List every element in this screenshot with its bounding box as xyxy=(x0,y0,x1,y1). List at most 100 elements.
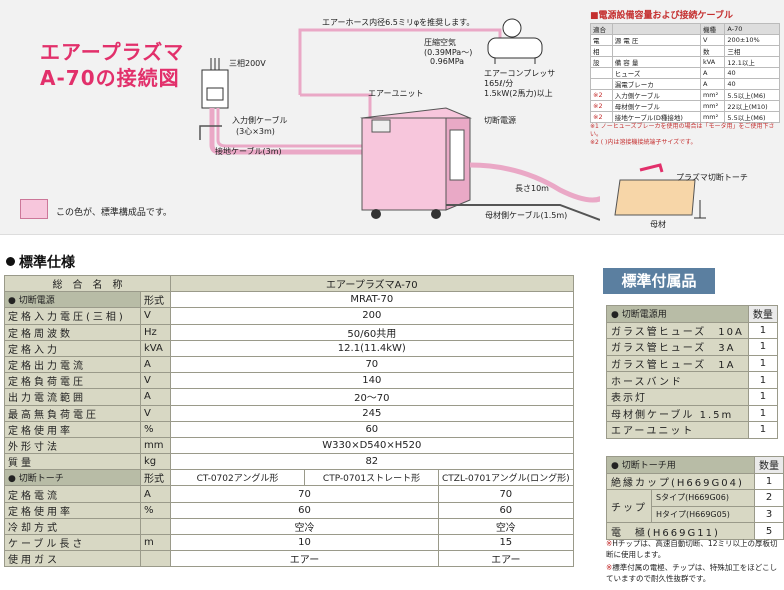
spec-row-label: 定格入力電圧(三相) xyxy=(4,307,141,325)
spec-torch-row-value-2: 15 xyxy=(438,533,574,552)
acc-qty-label: 数量 xyxy=(747,305,778,323)
power-cell-mark: 適合 xyxy=(590,23,613,35)
bullet-icon xyxy=(6,257,15,266)
label-torch: プラズマ切断トーチ xyxy=(676,173,748,182)
power-cell-value: 5.5以上(M6) xyxy=(724,111,780,123)
spec-header-row: 総 合 名 称エアープラズマA-70 xyxy=(4,274,574,293)
power-cell-item: 備 容 量 xyxy=(611,56,701,68)
spec-torch-row: 使用ガス エアーエアー xyxy=(4,550,574,568)
label-power-unit: 切断電源 xyxy=(484,116,516,125)
power-cell-mark xyxy=(590,78,613,90)
spec-row-label: 定格使用率 xyxy=(4,420,141,438)
spec-row-unit: V xyxy=(140,404,171,422)
acc-torch-section: ● 切断トーチ用 xyxy=(606,456,755,474)
diagram-title-line1: エアープラズマ xyxy=(40,40,185,64)
base-material-plate xyxy=(614,179,696,216)
power-cell-item: 入力側ケーブル xyxy=(611,89,701,101)
spec-torch-model-label: 形式 xyxy=(140,469,171,487)
spec-row-label: 定格入力 xyxy=(4,339,141,357)
spec-power-section: ● 切断電源 xyxy=(4,291,141,309)
power-cell-value: 12.1以上 xyxy=(724,56,780,68)
label-base-material: 母材 xyxy=(650,220,666,229)
spec-row: 定格使用率%60 xyxy=(4,420,574,438)
acc-item-qty: 1 xyxy=(747,354,778,373)
spec-torch-model: CTZL-0701アングル(ロング形) xyxy=(438,469,574,487)
power-cell-value: 5.5以上(M6) xyxy=(724,89,780,101)
diagram-title-line2: A-70の接続図 xyxy=(40,66,180,90)
spec-torch-row-value-1: エアー xyxy=(170,550,439,568)
spec-row-label: 定格出力電流 xyxy=(4,355,141,374)
spec-torch-row-label: 冷却方式 xyxy=(4,517,141,536)
label-compressor-spec-2: 1.5kW(2馬力)以上 xyxy=(484,89,553,98)
power-cell-value: 22以上(M10) xyxy=(724,100,780,112)
label-air-pressure: 圧縮空気 xyxy=(424,38,456,47)
spec-torch-row-unit: % xyxy=(140,501,171,519)
acc-item-qty: 5 xyxy=(754,522,784,540)
spec-heading: 標準仕様 xyxy=(6,252,75,272)
spec-header-label: 総 合 名 称 xyxy=(4,274,171,293)
label-air-unit: エアーユニット xyxy=(368,89,424,98)
power-cell-item xyxy=(611,23,701,35)
spec-torch-row-unit: A xyxy=(140,485,171,503)
power-cell-value: 三相 xyxy=(724,45,780,57)
power-cell-value: A-70 xyxy=(724,23,780,35)
acc-item-name: ガラス管ヒューズ 10A xyxy=(606,321,749,340)
spec-torch-row-unit xyxy=(140,550,171,568)
spec-torch-row-value-2: 空冷 xyxy=(438,517,574,536)
spec-torch-row-label: 使用ガス xyxy=(4,550,141,568)
spec-row-unit: mm xyxy=(140,436,171,455)
spec-row-value: 20～70 xyxy=(170,388,574,406)
label-input-cable-spec: (3心×3m) xyxy=(236,127,275,136)
spec-row-unit: V xyxy=(140,307,171,325)
acc-item-qty: 1 xyxy=(747,338,778,356)
legend-swatch xyxy=(20,199,48,219)
spec-header-value: エアープラズマA-70 xyxy=(170,274,574,293)
acc-item-qty: 1 xyxy=(747,404,778,423)
spec-torch-row-value-2: 60 xyxy=(438,501,574,519)
torch-cable xyxy=(469,162,600,203)
input-cable xyxy=(209,108,380,155)
spec-torch-section: ● 切断トーチ xyxy=(4,469,141,487)
spec-row-label: 出力電流範囲 xyxy=(4,388,141,406)
label-air-pressure-2: 0.96MPa xyxy=(430,57,465,66)
spec-torch-row-value-1: 70 xyxy=(170,485,439,503)
acc-torch-item: Hタイプ(H669G05)3 xyxy=(607,505,784,524)
acc-item-name: 母材側ケーブル 1.5m xyxy=(606,404,749,423)
acc-power-section: ● 切断電源用 xyxy=(606,305,749,323)
power-cell-value: 40 xyxy=(724,67,780,79)
spec-torch-model: CT-0702アングル形 xyxy=(170,469,305,487)
base-material-drawing xyxy=(614,163,706,219)
spec-torch-row-value-2: エアー xyxy=(438,550,574,568)
power-cell-item: 母材側ケーブル xyxy=(611,100,701,112)
spec-torch-row-value-1: 10 xyxy=(170,533,439,552)
spec-row-label: 最高無負荷電圧 xyxy=(4,404,141,422)
power-cell-mark: 相 xyxy=(590,45,613,57)
spec-row-label: 定格負荷電圧 xyxy=(4,372,141,390)
spec-row-unit: A xyxy=(140,355,171,374)
power-cell-unit: 機種 xyxy=(699,23,726,35)
power-cell-value: 40 xyxy=(724,78,780,90)
label-length: 長さ10m xyxy=(515,184,549,193)
spec-row-label: 定格周波数 xyxy=(4,323,141,341)
acc-item-qty: 1 xyxy=(747,371,778,389)
power-cell-item: 源 電 圧 xyxy=(611,34,701,46)
label-compressor: エアーコンプレッサ xyxy=(484,69,556,78)
